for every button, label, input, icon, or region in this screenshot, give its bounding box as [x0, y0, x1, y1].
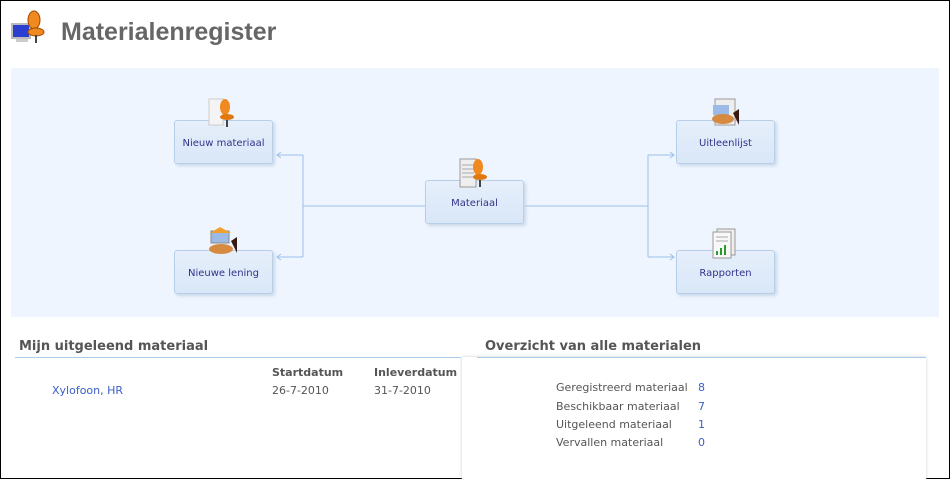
- page-title: Materialenregister: [61, 18, 277, 46]
- overview-value: 1: [698, 418, 705, 431]
- handshake-house-icon: [209, 227, 237, 254]
- reports-label: Rapporten: [699, 268, 752, 279]
- overview-label: Vervallen materiaal: [556, 436, 664, 449]
- loan-start-date: 26-7-2010: [272, 384, 329, 397]
- my-loans-heading: Mijn uitgeleend materiaal: [15, 339, 461, 358]
- material-register-icon: [459, 158, 487, 188]
- overview-heading: Overzicht van alle materialen: [477, 339, 926, 358]
- new-material-button[interactable]: Nieuw materiaal: [174, 120, 273, 164]
- new-material-label: Nieuw materiaal: [182, 138, 265, 149]
- loan-return-date: 31-7-2010: [374, 384, 431, 397]
- overview-value: 0: [698, 436, 705, 449]
- loan-item-link[interactable]: Xylofoon, HR: [52, 384, 124, 397]
- reports-icon: [712, 228, 736, 259]
- overview-label: Geregistreerd materiaal: [556, 381, 688, 394]
- column-header-return-date: Inleverdatum: [374, 366, 458, 379]
- new-loan-label: Nieuwe lening: [188, 268, 259, 279]
- loan-list-icon: [712, 98, 739, 126]
- new-loan-button[interactable]: Nieuwe lening: [174, 250, 273, 294]
- computer-chair-icon: [11, 10, 45, 43]
- overview-value: 7: [698, 400, 705, 413]
- material-label: Materiaal: [451, 198, 498, 209]
- overview-label: Beschikbaar materiaal: [556, 400, 680, 413]
- navigation-diagram: Nieuw materiaal Nieuwe lening Materiaal …: [11, 68, 939, 317]
- new-material-icon: [208, 98, 234, 127]
- loan-list-button[interactable]: Uitleenlijst: [676, 120, 775, 164]
- overview-panel: [462, 357, 926, 479]
- column-header-start-date: Startdatum: [272, 366, 344, 379]
- connector-lines: [276, 151, 675, 261]
- overview-value: 8: [698, 381, 705, 394]
- overview-label: Uitgeleend materiaal: [556, 418, 672, 431]
- loan-list-label: Uitleenlijst: [699, 138, 752, 149]
